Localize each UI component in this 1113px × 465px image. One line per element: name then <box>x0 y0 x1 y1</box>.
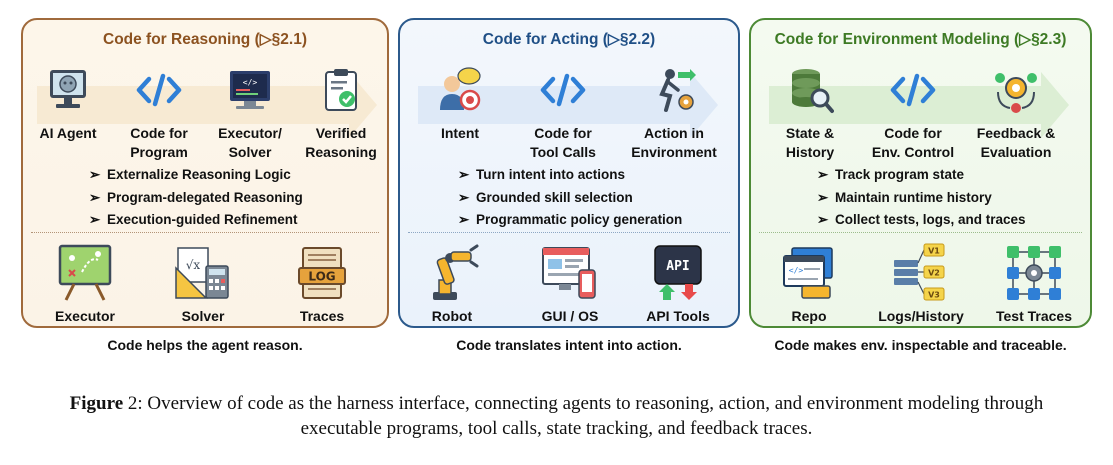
figure-caption: Figure 2: Overview of code as the harnes… <box>30 391 1083 441</box>
divider <box>408 232 730 233</box>
log-traces-icon: LOG <box>291 242 353 304</box>
bottom-label: Solver <box>181 308 225 324</box>
flow-row: AI Agent Code for Program </> <box>23 64 387 184</box>
bottom-label: Traces <box>299 308 345 324</box>
feedback-icon <box>992 66 1040 114</box>
flow-label: Verified Reasoning <box>305 125 377 160</box>
api-tools-icon: API <box>647 242 709 304</box>
bottom-item: API API Tools <box>628 242 728 324</box>
logs-history-icon: V1 V2 V3 <box>890 242 952 304</box>
robot-arm-icon <box>421 242 483 304</box>
bottom-item: Test Traces <box>984 242 1084 324</box>
code-icon <box>889 66 937 114</box>
api-label: API <box>666 259 689 274</box>
flow-item: Code for Env. Control <box>870 64 956 162</box>
code-icon <box>539 66 587 114</box>
flow-label: Code for Program <box>130 125 188 160</box>
flow-item: Intent <box>417 64 503 143</box>
bullet-item: ➢Programmatic policy generation <box>458 212 683 227</box>
version-tag: V1 <box>928 247 940 256</box>
flow-item: State & History <box>767 64 853 162</box>
bottom-item: Executor <box>35 242 135 324</box>
flow-row: Intent Code for Tool Calls <box>400 64 738 184</box>
svg-text:</>: </> <box>789 266 804 275</box>
bottom-label: API Tools <box>646 308 710 324</box>
flow-item: </> Executor/ Solver <box>207 64 293 162</box>
flow-label: Intent <box>440 125 480 141</box>
flow-label: AI Agent <box>39 125 97 141</box>
bottom-item: </> Repo <box>759 242 859 324</box>
intent-icon <box>436 66 484 114</box>
flow-label: Code for Env. Control <box>871 125 955 160</box>
repo-icon: </> <box>778 242 840 304</box>
bullet-list: ➢Externalize Reasoning Logic ➢Program-de… <box>89 164 303 232</box>
bottom-label: Test Traces <box>995 308 1072 324</box>
test-traces-icon <box>1003 242 1065 304</box>
bullet-item: ➢Externalize Reasoning Logic <box>89 167 291 182</box>
bottom-label: Logs/History <box>878 308 964 324</box>
panel-caption: Code translates intent into action. <box>456 337 682 353</box>
flow-item: Feedback & Evaluation <box>973 64 1059 162</box>
state-history-icon <box>786 66 834 114</box>
bottom-item: GUI / OS <box>520 242 620 324</box>
flow-item: Action in Environment <box>631 64 717 162</box>
divider <box>759 232 1082 233</box>
flow-arrow <box>769 72 1069 138</box>
figure-text: : Overview of code as the harness interf… <box>137 393 1044 439</box>
version-tag: V2 <box>928 269 940 278</box>
log-label: LOG <box>308 270 335 284</box>
bullet-item: ➢Track program state <box>817 167 965 182</box>
flow-item: Code for Program <box>116 64 202 162</box>
flow-item: AI Agent <box>25 64 111 143</box>
panel-title: Code for Environment Modeling (▷§2.3) <box>774 31 1067 48</box>
divider <box>31 232 379 233</box>
bottom-label: Executor <box>55 308 115 324</box>
flow-label: State & History <box>785 125 835 160</box>
panel-title: Code for Acting (▷§2.2) <box>482 31 656 48</box>
bullet-list: ➢Turn intent into actions ➢Grounded skil… <box>458 164 682 232</box>
code-icon <box>135 66 183 114</box>
flow-label: Executor/ Solver <box>218 125 282 160</box>
flow-row: State & History Code for Env. Control <box>751 64 1090 184</box>
gui-os-icon <box>539 242 601 304</box>
bottom-item: LOG Traces <box>272 242 372 324</box>
bottom-item: √x Solver <box>153 242 253 324</box>
flow-arrow <box>37 72 377 138</box>
figure-number: 2 <box>127 393 138 414</box>
executor-board-icon <box>54 242 116 304</box>
version-tag: V3 <box>928 291 940 300</box>
bottom-label: GUI / OS <box>541 308 599 324</box>
ai-agent-icon <box>44 66 92 114</box>
bottom-label: Repo <box>791 308 827 324</box>
panel-title: Code for Reasoning (▷§2.1) <box>103 31 307 48</box>
bullet-item: ➢Maintain runtime history <box>817 189 992 205</box>
bullet-item: ➢Collect tests, logs, and traces <box>817 212 1026 227</box>
flow-label: Action in Environment <box>631 125 717 160</box>
flow-item: Code for Tool Calls <box>520 64 606 162</box>
environment-panel: Code for Environment Modeling (▷§2.3) St… <box>749 18 1092 328</box>
bottom-label: Robot <box>431 308 473 324</box>
bullet-item: ➢Execution-guided Refinement <box>89 212 298 227</box>
flow-arrow <box>418 72 718 138</box>
verified-reasoning-icon <box>317 66 365 114</box>
bullet-item: ➢Turn intent into actions <box>458 167 625 182</box>
bullet-list: ➢Track program state ➢Maintain runtime h… <box>817 164 1026 232</box>
svg-text:√x: √x <box>186 258 201 272</box>
flow-label: Feedback & Evaluation <box>976 125 1056 160</box>
executor-solver-icon: </> <box>226 66 274 114</box>
bottom-item: V1 V2 V3 Logs/History <box>871 242 971 324</box>
figure-label: Figure <box>69 393 124 414</box>
flow-label: Code for Tool Calls <box>530 125 596 160</box>
acting-panel: Code for Acting (▷§2.2) Intent <box>398 18 740 328</box>
action-icon <box>650 66 698 114</box>
solver-icon: √x <box>172 242 234 304</box>
panel-caption: Code helps the agent reason. <box>107 337 303 353</box>
panel-caption: Code makes env. inspectable and traceabl… <box>774 337 1067 353</box>
bullet-item: ➢Grounded skill selection <box>458 189 633 205</box>
bullet-item: ➢Program-delegated Reasoning <box>89 189 303 205</box>
flow-item: Verified Reasoning <box>298 64 384 162</box>
bottom-item: Robot <box>402 242 502 324</box>
reasoning-panel: Code for Reasoning (▷§2.1) AI Agent <box>21 18 389 328</box>
svg-text:</>: </> <box>243 78 258 87</box>
